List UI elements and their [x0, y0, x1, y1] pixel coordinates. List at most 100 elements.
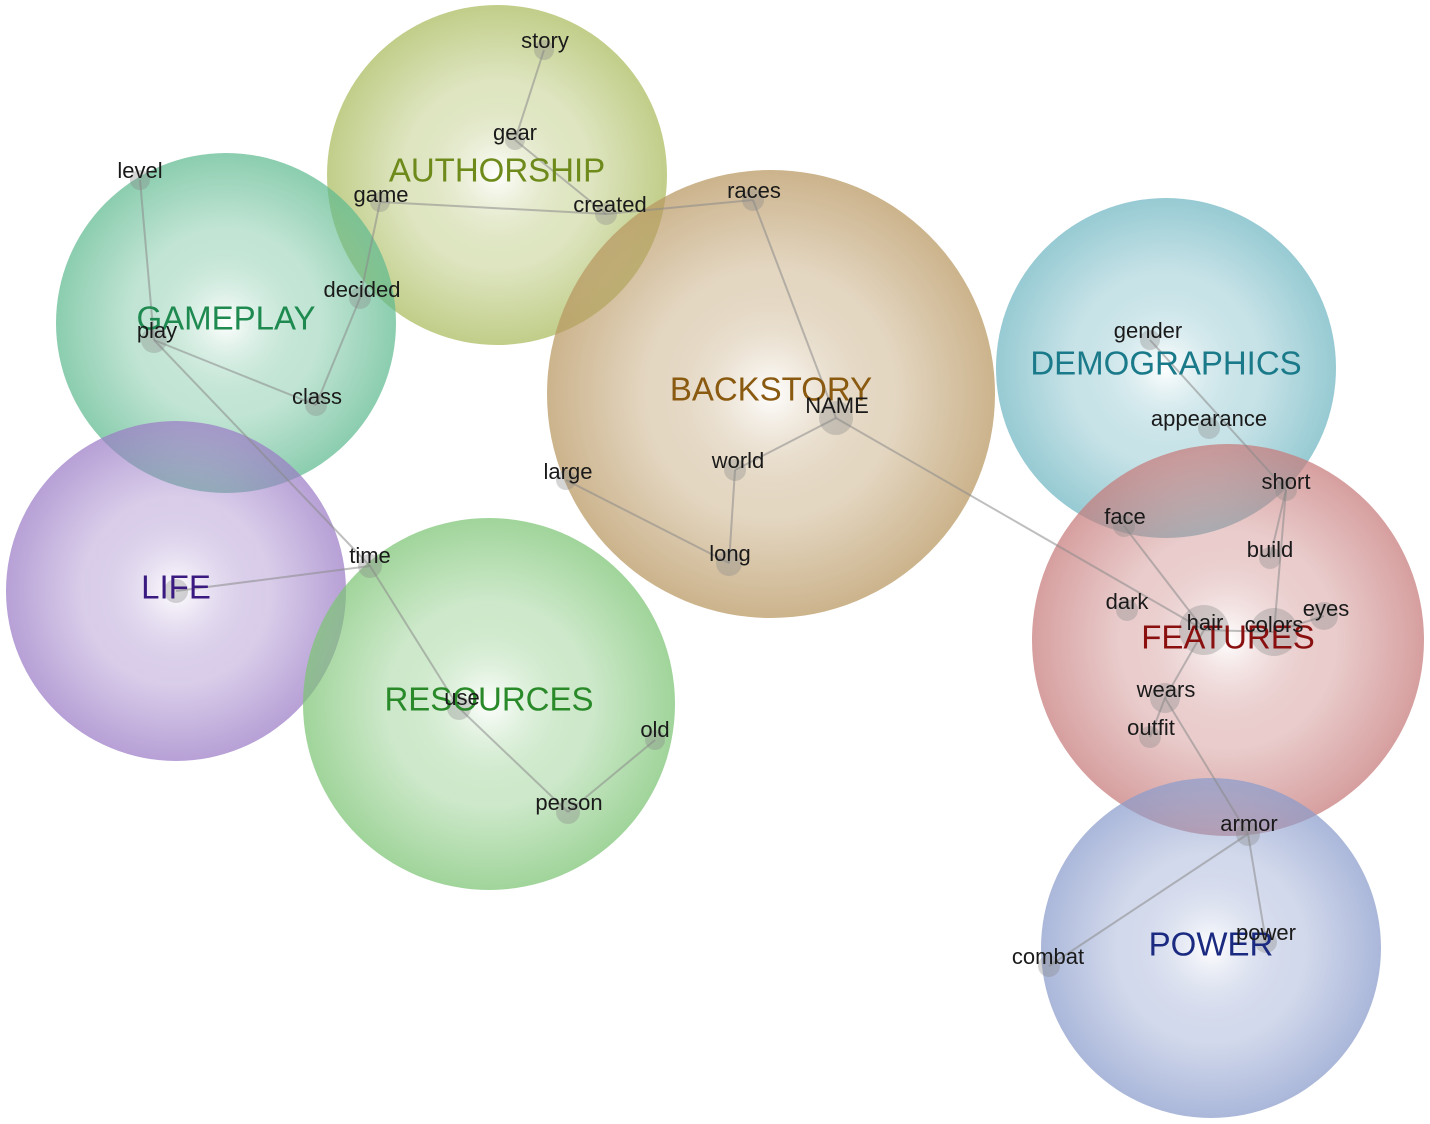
word-label-time: time: [349, 543, 391, 568]
edge-face-hair: [1123, 525, 1205, 631]
word-node-time: [358, 554, 382, 578]
edge-armor-power_word: [1247, 833, 1267, 943]
edge-gender-short: [1149, 339, 1287, 491]
word-node-colors: [1250, 608, 1298, 656]
word-label-decided: decided: [323, 277, 400, 302]
edge-game-created: [379, 201, 607, 215]
cluster-bubble-gameplay: [56, 153, 396, 493]
cluster-labels: AUTHORSHIPGAMEPLAYLIFERESOURCESBACKSTORY…: [136, 152, 1314, 963]
word-label-wears: wears: [1136, 677, 1196, 702]
word-label-appearance: appearance: [1151, 406, 1267, 431]
word-node-use: [447, 696, 471, 720]
word-label-story: story: [521, 28, 569, 53]
word-label-old: old: [640, 717, 669, 742]
word-node-long: [716, 550, 742, 576]
word-label-long: long: [709, 541, 751, 566]
edge-name-hair: [835, 417, 1205, 631]
word-label-large: large: [544, 459, 593, 484]
edge-hair-wears: [1164, 629, 1205, 699]
edge-large-long: [565, 479, 730, 564]
cluster-label-power: POWER: [1149, 926, 1274, 963]
word-label-dark: dark: [1106, 589, 1150, 614]
edge-play-time: [153, 339, 371, 567]
word-label-use: use: [444, 685, 479, 710]
word-node-level: [130, 170, 150, 190]
word-node-world: [724, 459, 746, 481]
edge-game-decided: [359, 201, 381, 299]
word-node-armor: [1236, 822, 1260, 846]
word-label-build: build: [1247, 537, 1293, 562]
edge-use-person: [458, 707, 569, 813]
word-node-game: [370, 192, 390, 212]
word-node-old: [645, 730, 665, 750]
word-node-life_node: [164, 579, 188, 603]
word-label-combat: combat: [1012, 944, 1084, 969]
edges: [139, 49, 1325, 967]
word-node-dark: [1116, 599, 1138, 621]
cluster-bubble-resources: [303, 518, 675, 890]
cluster-label-resources: RESOURCES: [384, 681, 593, 718]
edge-time-life_node: [175, 565, 371, 592]
word-node-races: [742, 189, 764, 211]
word-label-races: races: [727, 178, 781, 203]
word-node-decided: [349, 287, 371, 309]
cluster-label-backstory: BACKSTORY: [670, 371, 872, 408]
word-node-story: [534, 40, 554, 60]
edge-hair-colors: [1203, 629, 1275, 633]
word-node-build: [1259, 547, 1281, 569]
word-label-play: play: [137, 318, 177, 343]
word-label-level: level: [117, 158, 162, 183]
word-label-short: short: [1262, 469, 1311, 494]
word-label-game: game: [353, 182, 408, 207]
edge-time-use: [369, 565, 460, 709]
word-node-large: [556, 470, 576, 490]
edge-short-build: [1269, 489, 1287, 559]
cluster-label-life: LIFE: [141, 569, 211, 606]
word-node-eyes: [1310, 602, 1338, 630]
word-label-power_word: power: [1236, 920, 1296, 945]
word-label-eyes: eyes: [1303, 596, 1349, 621]
edge-world-long: [728, 469, 736, 564]
edge-play-class: [153, 339, 317, 406]
word-label-colors: colors: [1245, 612, 1304, 637]
word-node-short: [1275, 479, 1297, 501]
word-label-armor: armor: [1220, 811, 1277, 836]
word-label-hair: hair: [1187, 610, 1224, 635]
word-nodes: [130, 40, 1338, 977]
cluster-bubble-authorship: [327, 5, 667, 345]
word-label-face: face: [1104, 504, 1146, 529]
edge-name-world: [734, 417, 837, 471]
word-node-gender: [1140, 330, 1160, 350]
word-node-created: [595, 203, 617, 225]
word-node-wears: [1150, 683, 1180, 713]
edge-races-name: [752, 199, 837, 419]
edge-person-old: [567, 739, 656, 813]
edge-colors-eyes: [1273, 615, 1325, 633]
cluster-label-gameplay: GAMEPLAY: [136, 300, 315, 337]
word-label-created: created: [573, 192, 646, 217]
edge-short-colors: [1273, 489, 1287, 633]
word-node-combat: [1038, 955, 1060, 977]
word-node-face: [1113, 515, 1135, 537]
word-node-class: [305, 394, 327, 416]
cluster-bubbles: [6, 5, 1424, 1118]
word-label-gender: gender: [1114, 318, 1183, 343]
edge-wears-outfit: [1149, 697, 1166, 738]
word-label-class: class: [292, 384, 342, 409]
word-label-gear: gear: [493, 120, 537, 145]
word-node-appearance: [1198, 417, 1220, 439]
word-node-person: [556, 800, 580, 824]
word-node-power_word: [1255, 931, 1277, 953]
edge-gear-created: [514, 139, 607, 215]
word-label-outfit: outfit: [1127, 715, 1175, 740]
cluster-bubble-backstory: [547, 170, 995, 618]
edge-story-gear: [514, 49, 545, 141]
cluster-label-features: FEATURES: [1141, 619, 1315, 656]
cluster-label-demographics: DEMOGRAPHICS: [1030, 345, 1301, 382]
edge-created-races: [605, 199, 754, 215]
edge-level-play: [139, 179, 155, 341]
word-labels: story gear game created level decided play clas…: [117, 28, 1349, 969]
cluster-bubble-power: [1041, 778, 1381, 1118]
word-node-name: [819, 401, 853, 435]
